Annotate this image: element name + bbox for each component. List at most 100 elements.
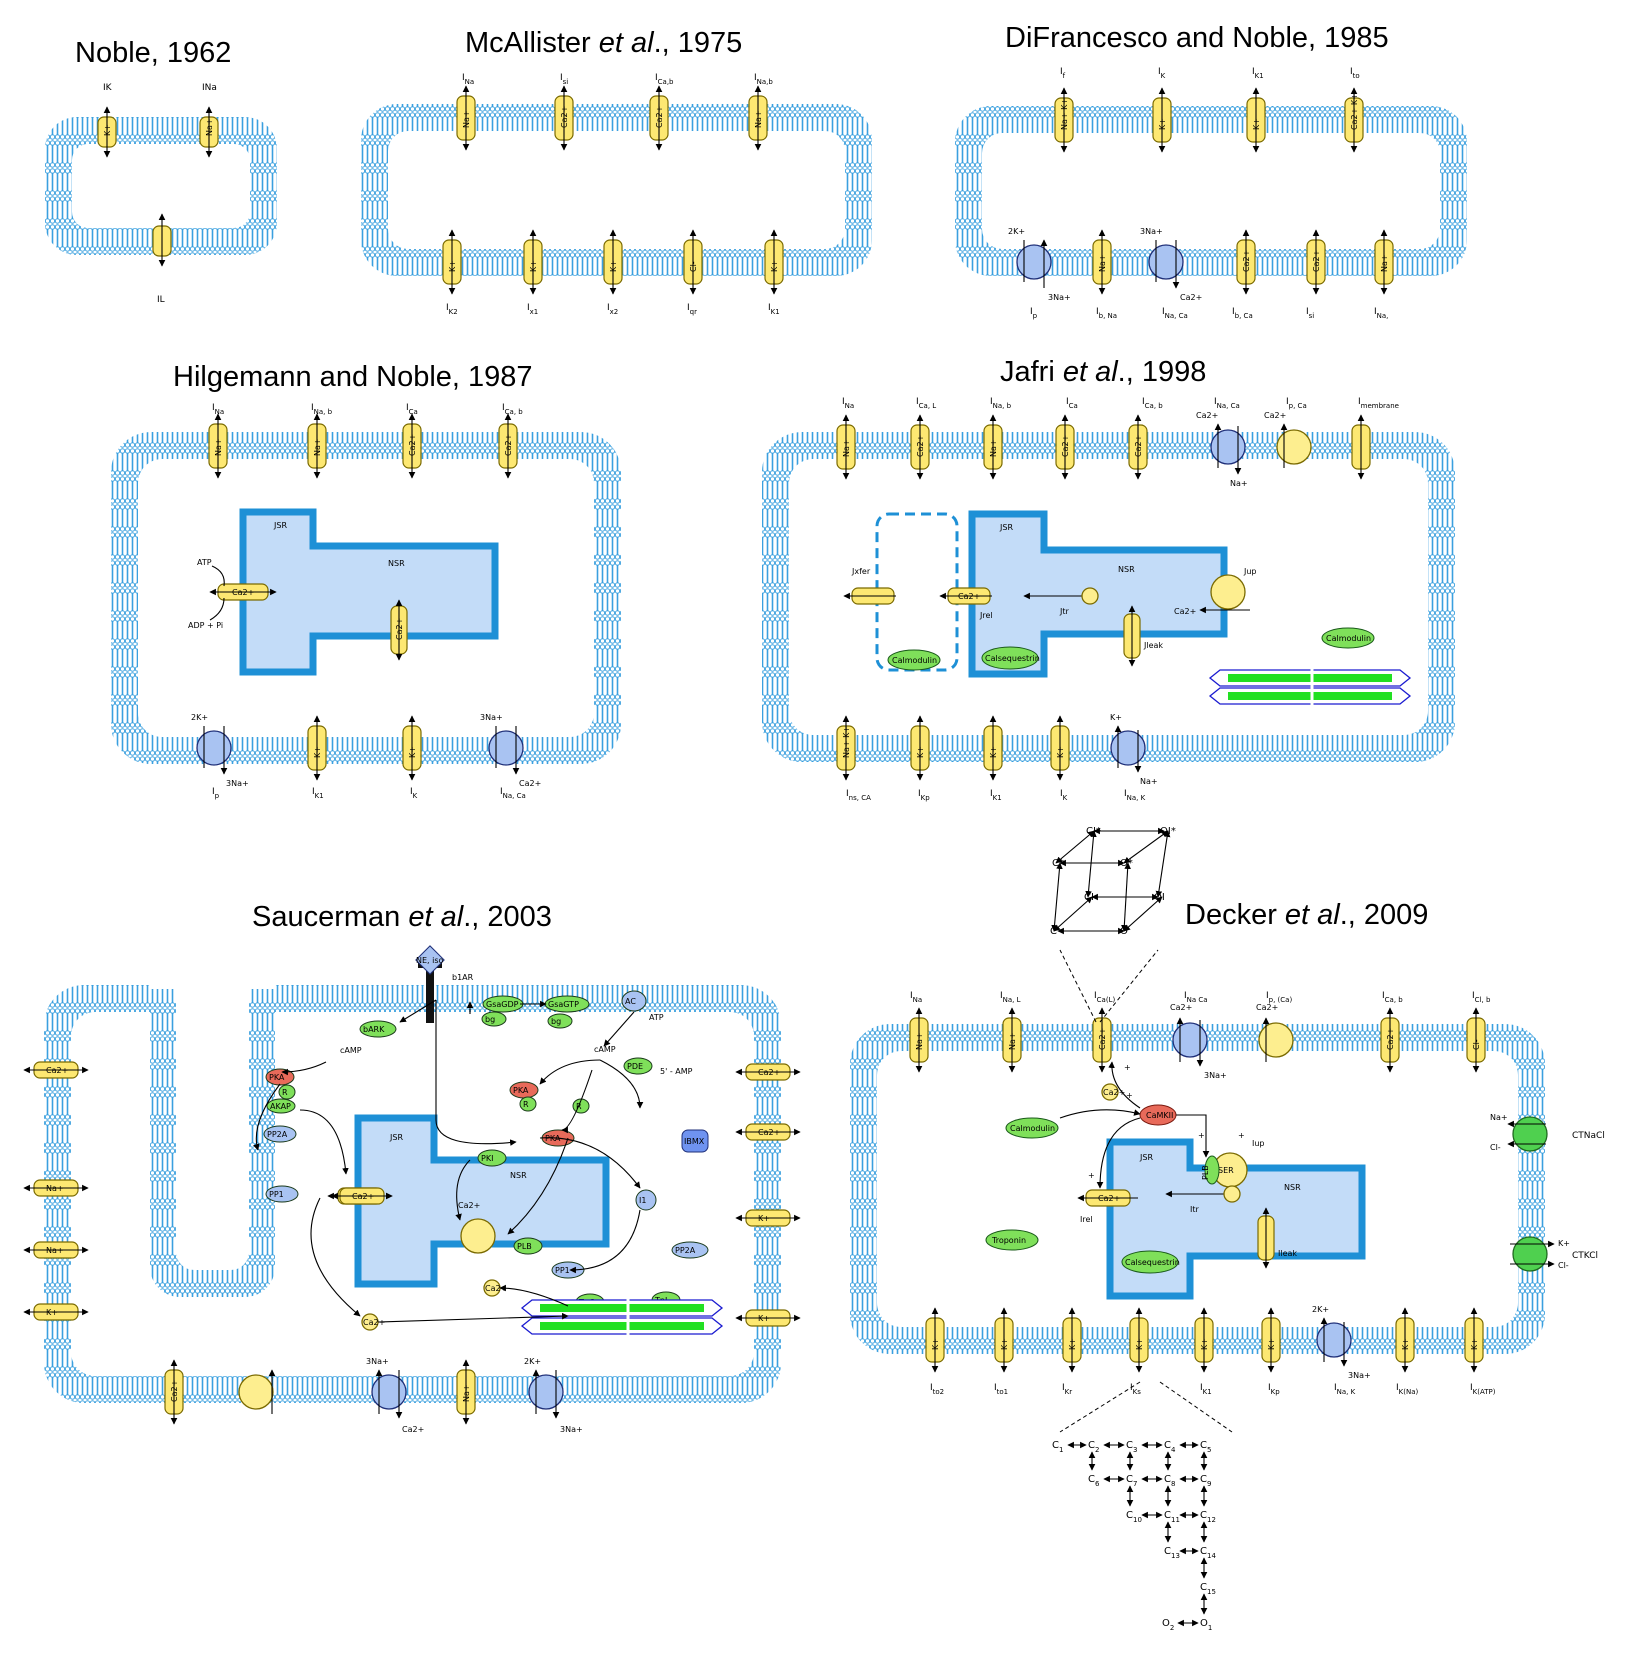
hilgemann-elements: Na+Na+Ca2+Ca2+ K+K+ 2K+ 3Na+ 3Na+ Ca2+ J… <box>188 413 541 788</box>
svg-text:Ca2+: Ca2+ <box>958 592 980 601</box>
svg-text:K+: K+ <box>408 746 417 758</box>
decker-bottom-channel-1: K+ <box>994 1307 1014 1373</box>
svg-text:2K+: 2K+ <box>191 713 208 722</box>
svg-text:K+: K+ <box>1470 1338 1479 1350</box>
mcallister-bottom-current-0: IK2 <box>446 303 458 316</box>
svg-text:SER: SER <box>1218 1166 1234 1175</box>
difrancesco-channels: Na+ K+K+K+Ca2+ K+ Na+Ca2+Ca2+Na+ 2K+ 3Na… <box>1008 87 1394 302</box>
svg-text:Ca2+: Ca2+ <box>758 1128 780 1137</box>
difrancesco-bottom-current-3: Ib, Ca <box>1232 307 1253 320</box>
decker-top-current-5: ICa, b <box>1382 991 1403 1004</box>
sr-saucerman <box>354 1114 610 1288</box>
saucerman-protein-14: PP1 <box>265 1185 299 1203</box>
svg-text:Ca2+: Ca2+ <box>363 1318 385 1327</box>
decker-bottom-current-5: IKp <box>1268 1383 1280 1396</box>
saucerman-protein-2: GsaGTP <box>544 995 590 1013</box>
svg-text:Ca2+: Ca2+ <box>458 1201 480 1210</box>
svg-text:Na+: Na+ <box>214 438 223 456</box>
decker-top-current-1: INa, L <box>1000 991 1021 1004</box>
svg-text:Ca2+: Ca2+ <box>402 1425 424 1434</box>
svg-text:Ca2+: Ca2+ <box>1103 1088 1125 1097</box>
svg-text:Ca2+: Ca2+ <box>1180 293 1202 302</box>
iks-state-4: C5 <box>1200 1440 1211 1454</box>
decker-bottom-channel-3: K+ <box>1129 1307 1149 1373</box>
jafri-bottom-channel-1: K+ <box>910 715 930 781</box>
iks-state-12: C13 <box>1164 1546 1180 1560</box>
mcallister-top-channel-0: Na+ <box>456 85 476 151</box>
title-jafri-1998: Jafri et al., 1998 <box>1000 356 1206 388</box>
svg-text:Na+: Na+ <box>462 110 471 128</box>
saucerman-left-channel-0: Ca2+ <box>23 1061 89 1079</box>
saucerman-left-channel-2: Na+ <box>23 1241 89 1259</box>
hilgemann-bottom-channel-0: K+ <box>307 715 327 781</box>
iks-state-5: C6 <box>1088 1474 1100 1488</box>
svg-text:3Na+: 3Na+ <box>1204 1071 1227 1080</box>
svg-text:Na+: Na+ <box>754 110 763 128</box>
difrancesco-top-channel-3: Ca2+ K+ <box>1344 87 1364 153</box>
hilgemann-top-current-3: ICa, b <box>502 403 523 416</box>
svg-text:Ca2+: Ca2+ <box>232 588 254 597</box>
svg-text:K+: K+ <box>313 746 322 758</box>
svg-text:IK: IK <box>103 83 113 93</box>
svg-text:K+: K+ <box>448 260 457 272</box>
hilgemann-top-current-2: ICa <box>406 403 418 416</box>
iks-state-9: C10 <box>1126 1510 1142 1524</box>
svg-text:Jleak: Jleak <box>1143 641 1163 650</box>
svg-text:GsaGDP: GsaGDP <box>486 1000 519 1009</box>
svg-text:NSR: NSR <box>388 559 405 568</box>
svg-text:Ca2+: Ca2+ <box>395 618 404 640</box>
svg-text:Cl-: Cl- <box>689 261 698 272</box>
decker-bottom-current-2: IKr <box>1062 1383 1072 1396</box>
svg-text:IL: IL <box>157 295 165 305</box>
svg-text:Na+: Na+ <box>462 1384 471 1402</box>
svg-text:PP1: PP1 <box>269 1190 284 1199</box>
svg-text:PKA: PKA <box>269 1073 285 1082</box>
decker-top-current-4: Ip, (Ca) <box>1266 991 1292 1004</box>
svg-text:IBMX: IBMX <box>684 1137 705 1146</box>
svg-text:Ca2+: Ca2+ <box>170 1380 179 1402</box>
svg-text:Ca2+: Ca2+ <box>504 434 513 456</box>
title-noble-1962: Noble, 1962 <box>75 37 231 69</box>
difrancesco-bottom-channel-1: Ca2+ <box>1236 229 1256 295</box>
svg-text:Jrel: Jrel <box>979 611 993 620</box>
svg-text:Na+: Na+ <box>1230 479 1248 488</box>
svg-text:Ca2+: Ca2+ <box>1242 250 1251 272</box>
iks-state-1: C2 <box>1088 1440 1099 1454</box>
hilgemann-top-channel-2: Ca2+ <box>402 413 422 479</box>
jafri-bottom-channel-2: K+ <box>983 715 1003 781</box>
svg-text:PDE: PDE <box>627 1062 643 1071</box>
saucerman-right-channel-1: Ca2+ <box>735 1123 801 1141</box>
svg-text:+: + <box>1198 1131 1205 1140</box>
jafri-top-channel-2: Na+ <box>983 414 1003 480</box>
decker-bottom-current-7: IK(Na) <box>1396 1383 1419 1396</box>
decker-bottom-channel-6: K+ <box>1395 1307 1415 1373</box>
mcallister-top-current-3: INa,b <box>754 73 773 86</box>
difrancesco-bottom-current-1: Ib, Na <box>1096 307 1117 320</box>
saucerman-left-channel-1: Na+ <box>23 1179 89 1197</box>
svg-text:Ca2+: Ca2+ <box>1256 1003 1278 1012</box>
svg-text:cAMP: cAMP <box>594 1045 616 1054</box>
mcallister-top-current-0: INa <box>462 73 474 86</box>
svg-text:K+: K+ <box>916 746 925 758</box>
mcallister-top-channel-1: Ca2+ <box>554 85 574 151</box>
mcallister-bottom-current-3: Iqr <box>687 303 697 316</box>
svg-text:b1AR: b1AR <box>452 973 474 982</box>
decker-bottom-current-3: IKs <box>1130 1383 1141 1396</box>
svg-text:K+: K+ <box>103 124 112 136</box>
svg-text:Na+: Na+ <box>1008 1032 1017 1050</box>
svg-text:Iup: Iup <box>1252 1139 1265 1148</box>
iks-state-11: C12 <box>1200 1510 1216 1524</box>
saucerman-right-channel-2: K+ <box>735 1209 801 1227</box>
svg-text:Jtr: Jtr <box>1059 607 1069 616</box>
title-hilgemann-1987: Hilgemann and Noble, 1987 <box>173 361 533 393</box>
svg-text:Na+: Na+ <box>46 1184 64 1193</box>
hilgemann-top-channel-3: Ca2+ <box>498 413 518 479</box>
svg-text:Calmodulin: Calmodulin <box>1326 634 1371 643</box>
svg-text:3Na+: 3Na+ <box>1048 293 1071 302</box>
svg-text:Na+: Na+ <box>46 1246 64 1255</box>
svg-text:Na+: Na+ <box>1140 777 1158 786</box>
decker-bottom-current-1: Ito1 <box>994 1383 1008 1396</box>
decker-bottom-channel-0: K+ <box>925 1307 945 1373</box>
svg-text:R: R <box>282 1088 288 1097</box>
decker-top-channel-4: Cl- <box>1466 1007 1486 1073</box>
